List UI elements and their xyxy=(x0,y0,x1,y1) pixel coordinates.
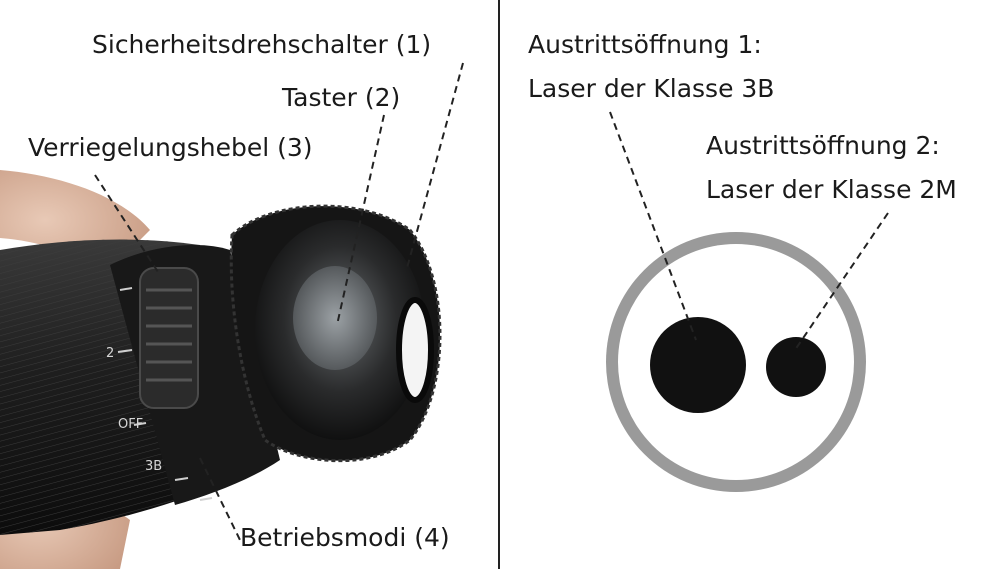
label-aperture-2-line2: Laser der Klasse 2M xyxy=(706,175,957,204)
aperture-diagram xyxy=(606,232,866,492)
push-button xyxy=(293,266,377,370)
leader-aperture-2 xyxy=(794,212,889,351)
left-leader-lines xyxy=(94,62,464,541)
dial-mark-a: 2 xyxy=(106,346,114,361)
leader-aperture-1 xyxy=(609,111,697,341)
label-operating-modes: Betriebsmodi (4) xyxy=(240,523,450,552)
label-button: Taster (2) xyxy=(282,83,401,112)
right-leader-lines xyxy=(609,111,889,351)
cap-window xyxy=(396,297,434,403)
label-aperture-1: Austrittsöffnung 1: Laser der Klasse 3B xyxy=(528,30,774,104)
label-safety-switch: Sicherheitsdrehschalter (1) xyxy=(92,30,432,59)
label-aperture-1-line1: Austrittsöffnung 1: xyxy=(528,30,762,59)
laser-device-illustration: 2 OFF 3B xyxy=(0,170,442,569)
dial-tick-marks xyxy=(117,287,213,501)
aperture-1-dot xyxy=(650,317,746,413)
aperture-2-dot xyxy=(766,337,826,397)
leader-safety-switch xyxy=(406,62,464,269)
label-locking-lever: Verriegelungshebel (3) xyxy=(28,133,313,162)
leader-operating-modes xyxy=(199,457,241,541)
leader-locking-lever xyxy=(94,174,159,273)
dial-mark-c: 3B xyxy=(145,459,162,474)
label-aperture-2: Austrittsöffnung 2: Laser der Klasse 2M xyxy=(706,131,957,205)
locking-lever xyxy=(139,267,199,409)
label-aperture-2-line1: Austrittsöffnung 2: xyxy=(706,131,940,160)
locking-lever-ridges xyxy=(146,288,192,382)
dial-mark-b: OFF xyxy=(118,417,143,432)
label-aperture-1-line2: Laser der Klasse 3B xyxy=(528,74,775,103)
